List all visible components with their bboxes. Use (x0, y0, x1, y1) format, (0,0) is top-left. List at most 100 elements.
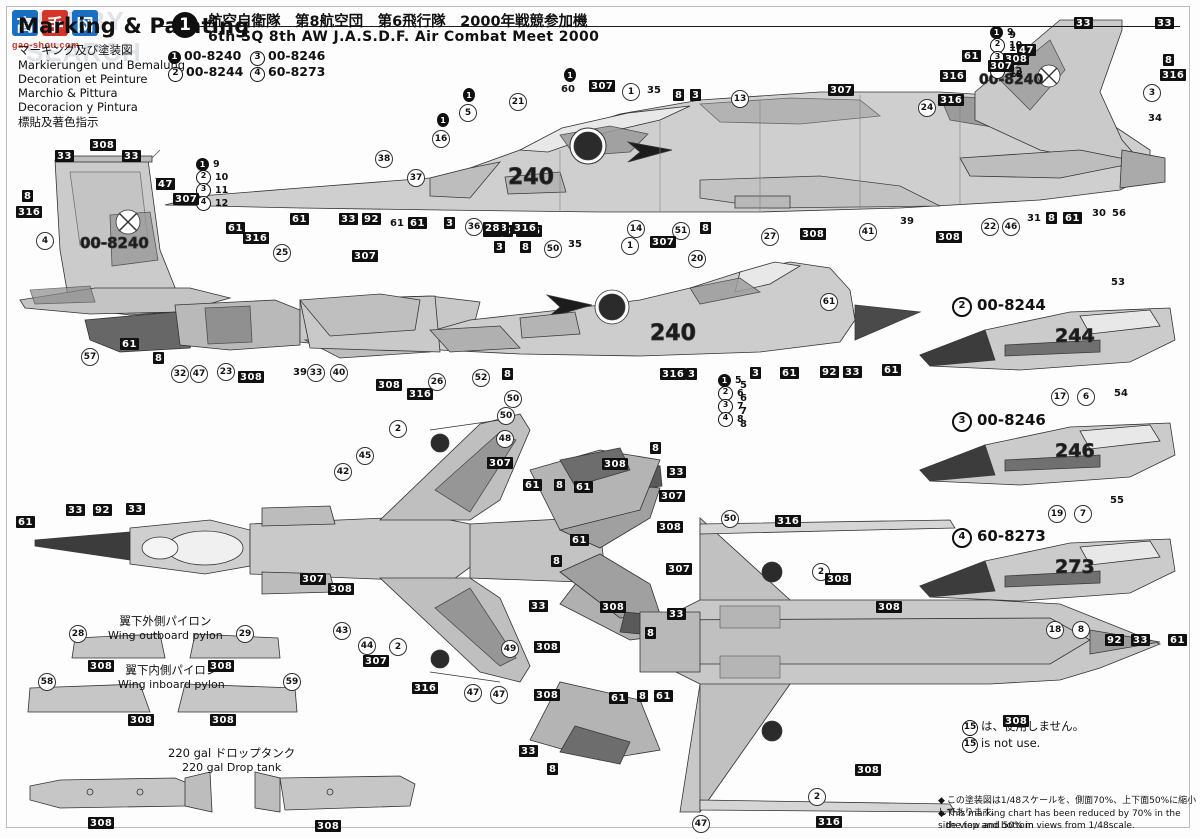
callout-plan-view-42: 42 (334, 463, 352, 481)
callout-top-left-tail-32: 32 (171, 365, 189, 383)
footer-diamond-jp: ◆ (938, 796, 945, 806)
callout-second-side-50: 50 (544, 240, 562, 258)
callout-parts-area-308: 308 (315, 820, 342, 832)
callout-second-side-61: 61 (780, 367, 799, 379)
callout-top-left-tail-61: 61 (120, 338, 139, 350)
callout-top-side-38: 38 (375, 150, 393, 168)
callout-bottom-view-308: 308 (876, 601, 903, 613)
callout-top-left-tail-307: 307 (173, 193, 200, 205)
header-rule (160, 26, 1180, 27)
callout-second-side-50: 50 (504, 390, 522, 408)
callout-top-side-34: 34 (1148, 113, 1162, 124)
variant-badge-2: 2 (952, 297, 972, 317)
callout-plan-view-8: 8 (650, 442, 662, 454)
callout-variants-side-53: 53 (1111, 277, 1125, 288)
key-value: 10 (1009, 40, 1023, 51)
callout-parts-area-308: 308 (210, 714, 237, 726)
callout-top-left-tail-47: 47 (190, 365, 208, 383)
footer-note-jp: ◆この塗装図は1/48スケールを、側面70%、上下面50%に縮小してあります。 (938, 795, 1200, 819)
code-value-1: 00-8240 (184, 48, 242, 63)
callout-top-side-3: 3 (690, 89, 702, 101)
callout-bottom-view-2: 2 (808, 788, 826, 806)
code-value-3: 00-8246 (268, 48, 326, 63)
callout-plan-view-8: 8 (645, 627, 657, 639)
callout-top-side-33: 33 (1155, 17, 1174, 29)
outboard-pylon-title-en: Wing outboard pylon (108, 629, 223, 642)
callout-plan-view-308: 308 (657, 521, 684, 533)
callout-plan-view-8: 8 (551, 555, 563, 567)
callout-plan-view-61: 61 (16, 516, 35, 528)
callout-top-left-tail-33: 33 (122, 150, 141, 162)
svg-text:273: 273 (1055, 556, 1095, 578)
subtitle-es: Decoracion y Pintura (18, 100, 138, 114)
callout-variants-side-17: 17 (1051, 388, 1069, 406)
callout-plan-view-43: 43 (333, 622, 351, 640)
callout-variants-side-6: 6 (1077, 388, 1095, 406)
variant-badge-3: 3 (952, 412, 972, 432)
callout-plan-view-47: 47 (490, 686, 508, 704)
subtitle-it: Marchio & Pittura (18, 86, 118, 100)
callout-plan-view-33: 33 (66, 504, 85, 516)
callout-bottom-view-308: 308 (825, 573, 852, 585)
footer-note-en: ◆This marking chart has been reduced by … (938, 808, 1200, 832)
callout-second-side-6: 6 (740, 393, 747, 404)
callout-top-side-61: 61 (290, 213, 309, 225)
scheme-title-en: 6th SQ 8th AW J.A.S.D.F. Air Combat Meet… (208, 29, 600, 45)
callout-second-side-8: 8 (740, 419, 747, 430)
callout-top-side-307: 307 (828, 84, 855, 96)
callout-top-left-tail-308: 308 (238, 371, 265, 383)
callout-bottom-view-308: 308 (855, 764, 882, 776)
callout-top-side-3: 3 (444, 217, 456, 229)
variant-badge-4: 4 (952, 528, 972, 548)
callout-second-side-61: 61 (882, 364, 901, 376)
callout-bottom-view-61: 61 (1168, 634, 1187, 646)
callout-plan-view-33: 33 (667, 466, 686, 478)
callout-top-left-tail-40: 40 (330, 364, 348, 382)
callout-second-side-3: 3 (686, 368, 698, 380)
drop-tank-title: 220 gal ドロップタンク 220 gal Drop tank (168, 745, 295, 774)
callout-top-side-22: 22 (981, 218, 999, 236)
callout-second-side-28: 28 (483, 222, 502, 234)
drop-tank-title-jp: 220 gal ドロップタンク (168, 746, 296, 760)
callout-top-side-21: 21 (509, 93, 527, 111)
callout-top-side-39: 39 (900, 216, 914, 227)
callout-plan-view-61: 61 (609, 692, 628, 704)
callout-plan-view-45: 45 (356, 447, 374, 465)
callout-plan-view-308: 308 (534, 641, 561, 653)
key-value: 7 (737, 401, 744, 412)
callout-second-side-307: 307 (650, 236, 677, 248)
callout-top-left-tail-308: 308 (376, 379, 403, 391)
callout-plan-view-8: 8 (637, 690, 649, 702)
callout-top-side-33: 33 (1074, 17, 1093, 29)
callout-top-left-tail-57: 57 (81, 348, 99, 366)
callout-plan-view-61: 61 (574, 481, 593, 493)
callout-bottom-view-47: 47 (692, 815, 710, 833)
key-badge: 1 (196, 158, 209, 171)
callout-top-side-308: 308 (936, 231, 963, 243)
page-title: Marking & Painting (18, 14, 250, 38)
callout-variants-side-19: 19 (1048, 505, 1066, 523)
callout-plan-view-8: 8 (547, 763, 559, 775)
callout-parts-area-308: 308 (128, 714, 155, 726)
callout-top-left-tail-23: 23 (217, 363, 235, 381)
callout-top-side-24: 24 (918, 99, 936, 117)
callout-second-side-7: 7 (740, 406, 747, 417)
code-value-4: 60-8273 (268, 64, 326, 79)
code-badge-2: 2 (168, 67, 183, 82)
callout-top-side-307: 307 (589, 80, 616, 92)
callout-top-side-61: 61 (408, 217, 427, 229)
callout-top-side-16: 16 (432, 130, 450, 148)
callout-plan-view-92: 92 (93, 504, 112, 516)
code-badge-3: 3 (250, 51, 265, 66)
callout-top-side-8: 8 (700, 222, 712, 234)
key-value: 10 (215, 172, 229, 183)
callout-plan-view-48: 48 (496, 430, 514, 448)
